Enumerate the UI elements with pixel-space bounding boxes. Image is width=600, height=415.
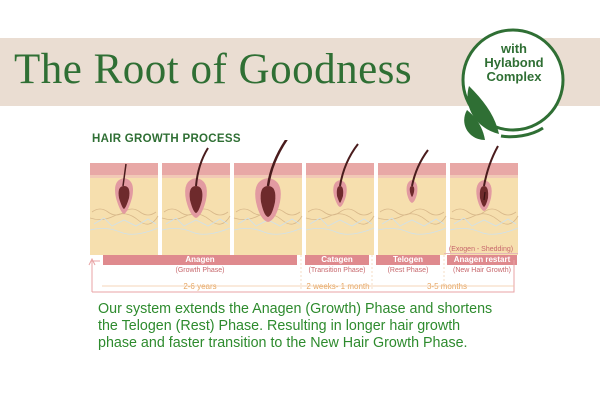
duration-anagen: 2-6 years [183,282,217,291]
brand-title: The Root of Goodness [14,46,413,93]
phase-subtitle-telogen: (Rest Phase) [387,267,429,274]
panel-anagen-restart [449,145,519,256]
phase-bar-anagen [103,255,297,265]
exogen-label: (Exogen - Shedding) [444,246,518,254]
phase-bar-anagen-restart [447,255,517,265]
seal-line-2: Hylabond [484,55,544,70]
description-text: Our system extends the Anagen (Growth) P… [98,301,578,352]
duration-catagen: 2 weeks- 1 month [306,282,370,291]
panel-catagen [305,143,375,256]
panel-anagen-3 [233,140,303,256]
phase-subtitle-anagen: (Growth Phase) [175,267,225,274]
panel-anagen-1 [90,162,159,256]
seal-text: with Hylabond Complex [468,42,560,84]
panel-telogen [377,149,447,256]
seal-line-1: with [501,41,527,56]
phase-subtitle-catagen: (Transition Phase) [308,267,366,274]
description-line-3: phase and faster transition to the New H… [98,335,468,351]
description-line-1: Our system extends the Anagen (Growth) P… [98,301,493,317]
phase-name-anagen-restart: Anagen restart [453,255,511,264]
phase-bar-telogen [376,255,440,265]
cycle-timeline [88,255,515,293]
hair-cycle-illustration [90,140,519,256]
description-line-2: the Telogen (Rest) Phase. Resulting in l… [98,318,461,334]
phase-name-catagen: Catagen [321,255,353,264]
seal-line-3: Complex [486,69,542,84]
phase-name-anagen: Anagen [185,255,215,264]
phase-subtitle-anagen-restart: (New Hair Growth) [453,267,511,274]
duration-telogen: 3-5 months [426,282,468,291]
panel-anagen-2 [161,147,231,256]
leaf-seal-icon [461,28,565,140]
phase-name-telogen: Telogen [392,255,424,264]
phase-bar-catagen [305,255,369,265]
diagram-title: HAIR GROWTH PROCESS [92,133,241,145]
